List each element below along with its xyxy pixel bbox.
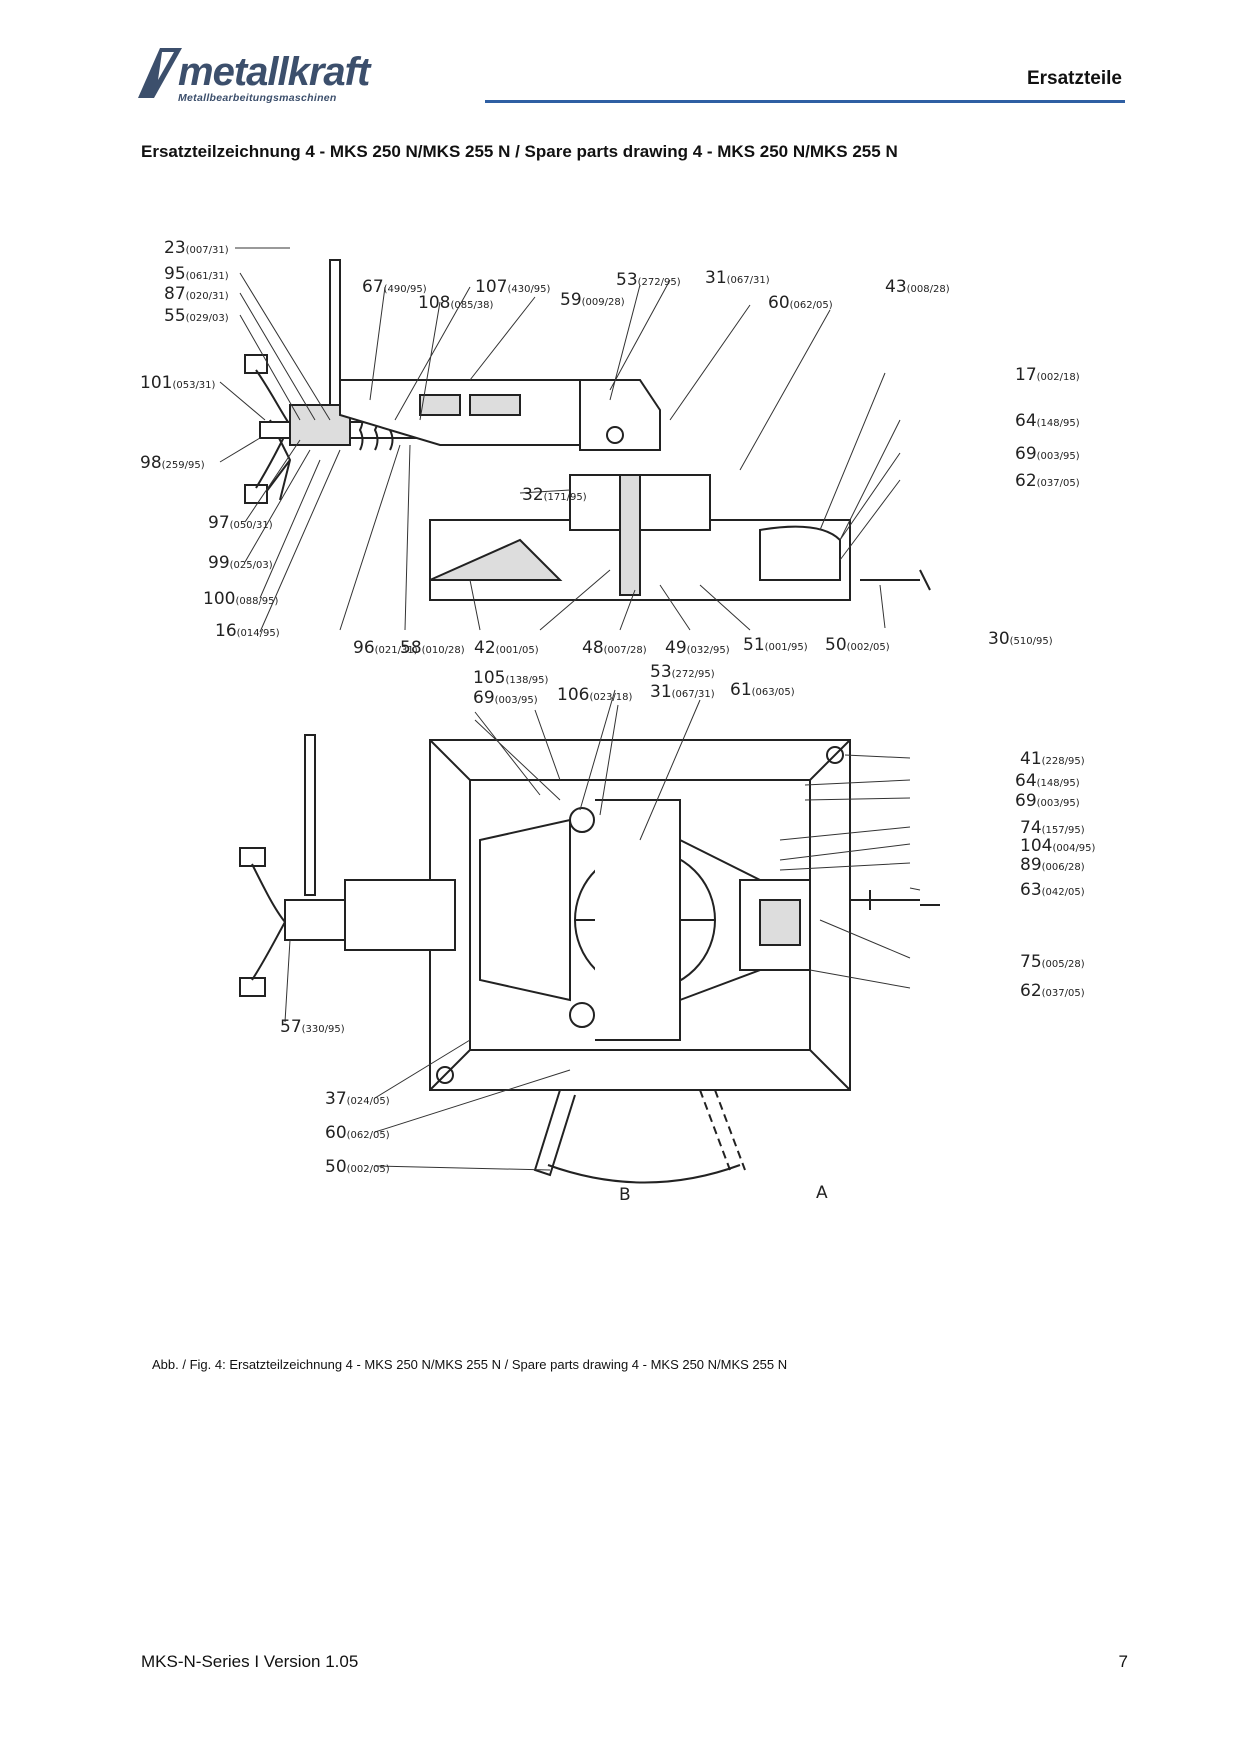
- callout-53: 53(272/95): [616, 270, 681, 290]
- callout-74: 74(157/95): [1020, 818, 1085, 838]
- callout-64: 64(148/95): [1015, 411, 1080, 431]
- callout-32: 32(171/95): [522, 485, 587, 505]
- page-section-title: Ersatzteile: [1026, 68, 1122, 89]
- callout-97: 97(050/31): [208, 513, 273, 533]
- drawing-heading: Ersatzteilzeichnung 4 - MKS 250 N/MKS 25…: [141, 142, 898, 161]
- angle-label-b: B: [619, 1185, 631, 1205]
- callout-62: 62(037/05): [1015, 471, 1080, 491]
- callout-leader-lines: [219, 247, 921, 1171]
- callout-43: 43(008/28): [885, 277, 950, 297]
- brand-logo: metallkraft Metallbearbeitungsmaschinen: [138, 44, 478, 106]
- callout-63: 63(042/05): [1020, 880, 1085, 900]
- drawing-plan-view: [239, 734, 940, 1184]
- callout-42: 42(001/05): [474, 638, 539, 658]
- callout-62-plan: 62(037/05): [1020, 981, 1085, 1001]
- callout-41: 41(228/95): [1020, 749, 1085, 769]
- spare-parts-drawing: 23(007/31) 95(061/31) 87(020/31) 55(029/…: [140, 240, 1096, 1205]
- callout-96: 96(021/31): [353, 638, 418, 658]
- callouts-side-view: 23(007/31) 95(061/31) 87(020/31) 55(029/…: [140, 240, 1080, 658]
- callout-89: 89(006/28): [1020, 855, 1085, 875]
- callout-67: 67(490/95): [362, 277, 427, 297]
- callout-100: 100(088/95): [203, 589, 279, 609]
- callout-58: 58(010/28): [400, 638, 465, 658]
- logo-subtitle: Metallbearbeitungsmaschinen: [178, 92, 337, 104]
- figure-caption: Abb. / Fig. 4: Ersatzteilzeichnung 4 - M…: [152, 1357, 788, 1372]
- callout-55: 55(029/03): [164, 306, 229, 326]
- page-number: 7: [1118, 1652, 1128, 1671]
- logo-mark-icon: [138, 48, 182, 98]
- callouts-plan-view: 105(138/95) 69(003/95) 106(023/18) 53(27…: [280, 662, 1096, 1205]
- drawing-side-section: [244, 259, 931, 601]
- callout-37: 37(024/05): [325, 1089, 390, 1109]
- callout-49: 49(032/95): [665, 638, 730, 658]
- callout-57: 57(330/95): [280, 1017, 345, 1037]
- callout-48: 48(007/28): [582, 638, 647, 658]
- callout-108: 108(085/38): [418, 293, 494, 313]
- callout-69-plan-b: 69(003/95): [1015, 791, 1080, 811]
- callout-30: 30(510/95): [988, 629, 1053, 649]
- callout-69: 69(003/95): [1015, 444, 1080, 464]
- header-divider: [485, 100, 1125, 103]
- callout-104: 104(004/95): [1020, 836, 1096, 856]
- angle-label-a: A: [816, 1183, 828, 1203]
- callout-16: 16(014/95): [215, 621, 280, 641]
- callout-23: 23(007/31): [164, 240, 229, 258]
- callout-64-plan: 64(148/95): [1015, 771, 1080, 791]
- callout-60-plan: 60(062/05): [325, 1123, 390, 1143]
- callout-75: 75(005/28): [1020, 952, 1085, 972]
- callout-60: 60(062/05): [768, 293, 833, 313]
- callout-101: 101(053/31): [140, 373, 216, 393]
- callout-106: 106(023/18): [557, 685, 633, 705]
- callout-53-plan: 53(272/95): [650, 662, 715, 682]
- callout-31-plan: 31(067/31): [650, 682, 715, 702]
- logo-wordmark: metallkraft: [178, 50, 370, 94]
- callout-107: 107(430/95): [475, 277, 551, 297]
- callout-87: 87(020/31): [164, 284, 229, 304]
- callout-59: 59(009/28): [560, 290, 625, 310]
- callout-95: 95(061/31): [164, 264, 229, 284]
- callout-99: 99(025/03): [208, 553, 273, 573]
- callout-61: 61(063/05): [730, 680, 795, 700]
- callout-31: 31(067/31): [705, 268, 770, 288]
- footer-version: MKS-N-Series I Version 1.05: [141, 1652, 359, 1671]
- callout-51: 51(001/95): [743, 635, 808, 655]
- callout-98: 98(259/95): [140, 453, 205, 473]
- callout-50: 50(002/05): [825, 635, 890, 655]
- callout-50-plan: 50(002/05): [325, 1157, 390, 1177]
- callout-69-plan: 69(003/95): [473, 688, 538, 708]
- callout-105: 105(138/95): [473, 668, 549, 688]
- callout-17: 17(002/18): [1015, 365, 1080, 385]
